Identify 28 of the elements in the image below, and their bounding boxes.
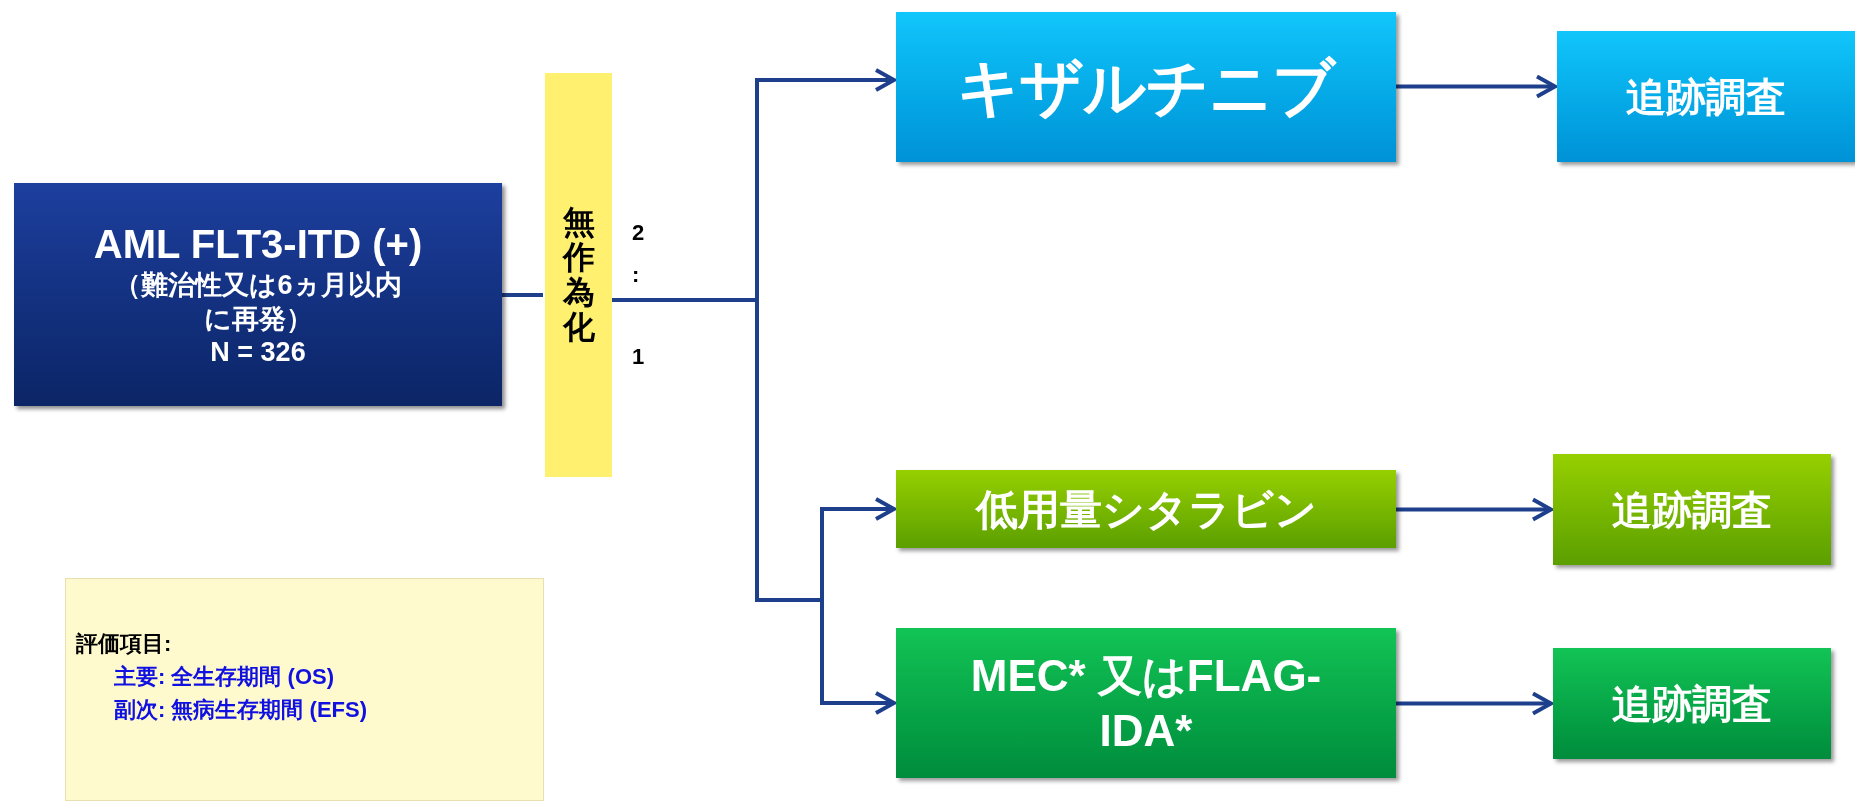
secondary-endpoint-text: 副次: 無病生存期間 (EFS) [113,696,368,724]
treatment-box [896,12,1396,162]
randomization-text: 無作為化 [562,204,595,346]
box-label: 低用量シタラビン [975,484,1317,535]
arrow [1396,691,1553,716]
follow-up-box [1557,31,1855,162]
condition-text: （難治性又は6ヵ月以内に再発） [113,268,403,336]
box-label: キザルチニブ [957,51,1335,124]
ratio-label: 1 [632,343,645,371]
ratio-label: : [632,261,640,289]
randomization-bar [545,73,612,477]
follow-up-box [1553,648,1831,759]
primary-endpoint-text: 主要: 全生存期間 (OS) [113,663,335,691]
arrow [1396,497,1553,522]
title-text: AML FLT3-ITD (+) [93,220,423,268]
population-box [14,183,502,406]
sample-size-text: N = 326 [210,336,306,370]
ratio-label: 2 [632,219,645,247]
box-label: 追跡調査 [1612,486,1772,534]
arrow [1396,74,1557,99]
follow-up-box [1553,454,1831,565]
box-label: 追跡調査 [1626,73,1786,121]
treatment-box [896,470,1396,548]
note-box [65,578,544,801]
treatment-box [896,628,1396,778]
box-label: 追跡調査 [1612,680,1772,728]
box-label: MEC* 又はFLAG-IDA* [969,650,1323,757]
endpoints-heading: 評価項目: [76,630,173,658]
